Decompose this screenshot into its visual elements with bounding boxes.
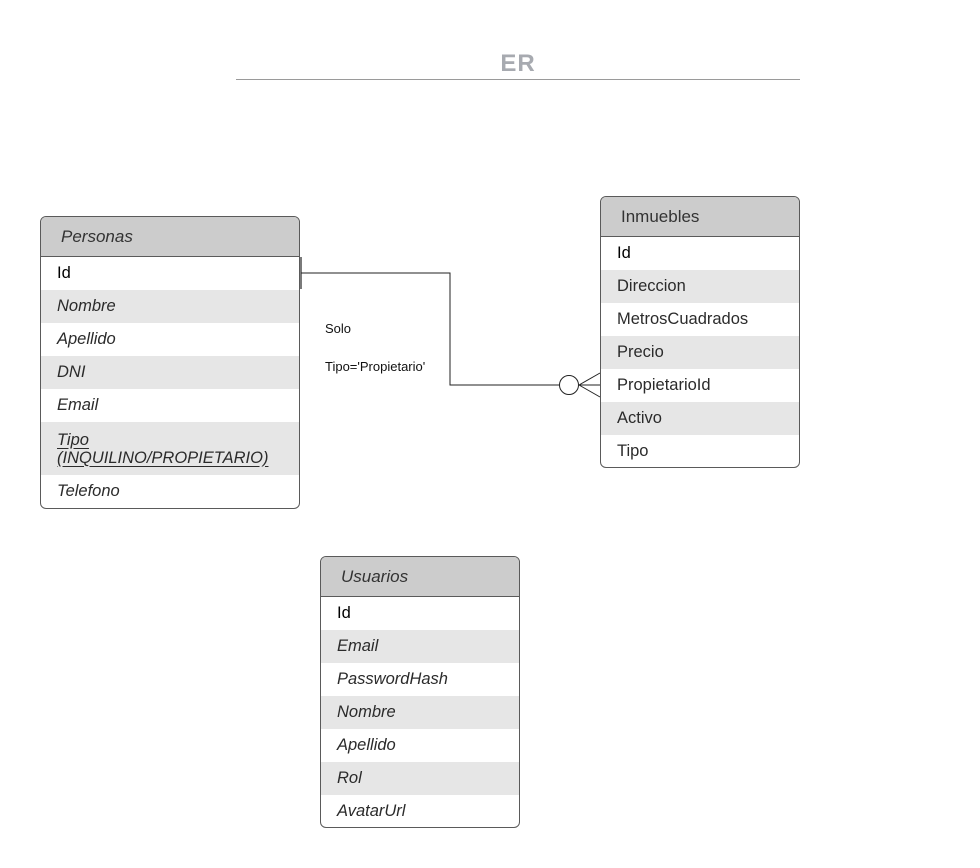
entity-header[interactable]: Personas [41,217,299,257]
crows-foot-upper [578,372,601,386]
field-activo[interactable]: Activo [601,402,799,435]
title-divider [236,79,800,80]
field-telefono[interactable]: Telefono [57,482,120,500]
diagram-title: ER [500,50,536,77]
field-email[interactable]: Email [57,396,99,414]
field-id[interactable]: Id [337,604,351,622]
optional-circle [559,375,579,395]
field-dni[interactable]: DNI [41,356,299,389]
field-apellido[interactable]: Apellido [337,736,396,754]
entity-header[interactable]: Inmuebles [601,197,799,237]
relationship-label-line2: Tipo='Propietario' [325,359,426,374]
relationship-label-line1: Solo [325,321,352,336]
field-id[interactable]: Id [57,264,71,282]
field-nombre[interactable]: Nombre [41,290,299,323]
field-precio[interactable]: Precio [601,336,799,369]
relationship-label: Solo Tipo='Propietario' [325,300,425,395]
field-apellido[interactable]: Apellido [57,330,116,348]
field-metroscuadrados[interactable]: MetrosCuadrados [617,310,749,328]
field-propietarioid[interactable]: PropietarioId [617,376,711,394]
entity-header[interactable]: Usuarios [321,557,519,597]
field-nombre[interactable]: Nombre [321,696,519,729]
field-rol[interactable]: Rol [321,762,519,795]
field-tipo[interactable]: Tipo (INQUILINO/PROPIETARIO) [41,422,299,475]
field-tipo[interactable]: Tipo [617,442,649,460]
entity-usuarios[interactable]: Usuarios Id Email PasswordHash Nombre Ap… [320,556,520,828]
entity-inmuebles[interactable]: Inmuebles Id Direccion MetrosCuadrados P… [600,196,800,468]
crows-foot-lower [578,384,601,398]
field-email[interactable]: Email [321,630,519,663]
entity-personas[interactable]: Personas Id Nombre Apellido DNI Email Ti… [40,216,300,509]
relationship-line [301,272,560,386]
field-passwordhash[interactable]: PasswordHash [337,670,448,688]
field-direccion[interactable]: Direccion [601,270,799,303]
field-id[interactable]: Id [617,244,631,262]
field-avatarurl[interactable]: AvatarUrl [337,802,406,820]
